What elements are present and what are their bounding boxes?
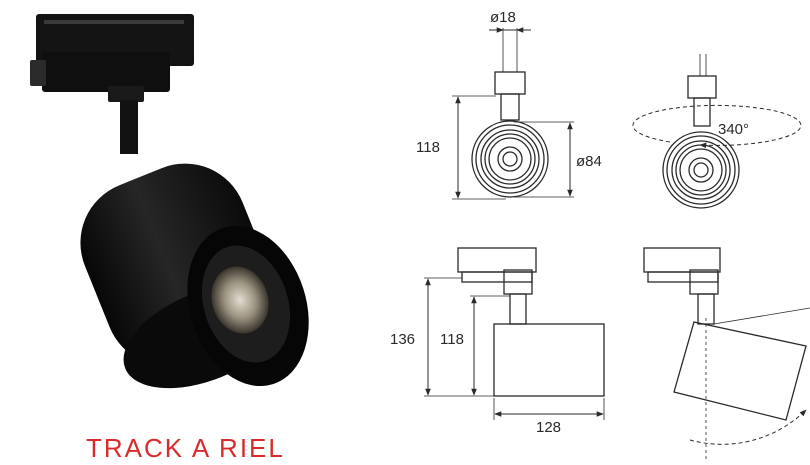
dim-length: 128 (536, 419, 561, 436)
stem (120, 100, 138, 154)
track-adapter-highlight (44, 20, 184, 24)
side-view-dimensions (425, 278, 604, 417)
track-adapter-plate (42, 52, 170, 92)
dim-side-height: 118 (440, 331, 464, 348)
dim-front-height: 118 (416, 139, 440, 156)
dim-total-height: 136 (390, 331, 415, 348)
track-adapter-clip (30, 60, 46, 86)
product-photo (30, 14, 309, 389)
lens (211, 266, 269, 334)
product-caption: TRACK A RIEL (86, 433, 285, 463)
tilted-side-view-drawing (643, 247, 810, 459)
side-view-drawing (424, 247, 605, 420)
dim-body-diameter: ø84 (576, 153, 602, 170)
rotation-arc (632, 104, 802, 149)
front-view-dimensions (455, 27, 573, 199)
dim-rotation: 340° (718, 121, 749, 138)
track-adapter-block (108, 86, 144, 102)
dim-stem-diameter: ø18 (490, 9, 516, 26)
front-view-drawing (452, 28, 574, 200)
